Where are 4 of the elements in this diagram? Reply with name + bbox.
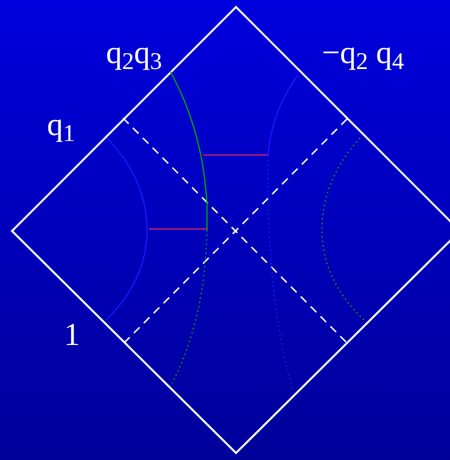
point-label: −q$_{2}$ q$_{4}$ [322, 36, 404, 68]
point-label: q$_{2}$q$_{3}$ [106, 36, 162, 68]
point-label: q$_{1}$ [47, 108, 75, 140]
point-label: 1 [64, 318, 80, 350]
